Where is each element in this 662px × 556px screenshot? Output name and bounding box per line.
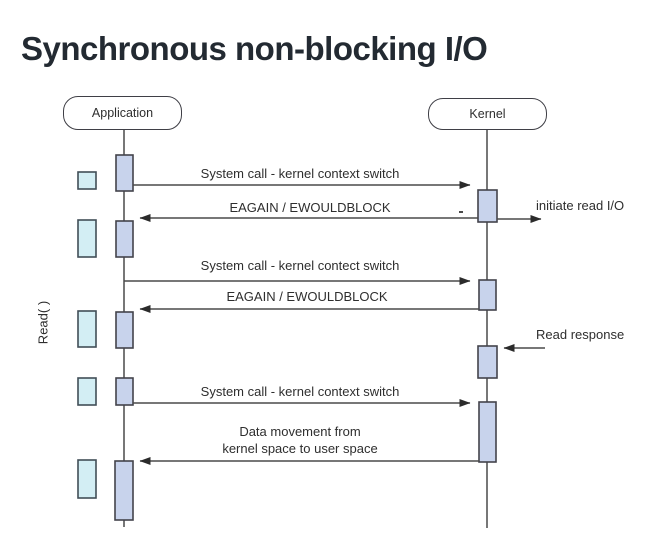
io-marker	[77, 171, 97, 190]
message-label: System call - kernel context switch	[201, 166, 400, 181]
message-label: Data movement from	[239, 424, 360, 439]
lifeline-head-kernel-label: Kernel	[469, 107, 506, 121]
stray-dot	[459, 211, 463, 213]
activation-box-kernel	[478, 279, 497, 311]
activation-box-kernel	[478, 401, 497, 463]
io-marker	[77, 459, 97, 499]
message-label: initiate read I/O	[536, 198, 624, 213]
lifeline-head-application-label: Application	[91, 106, 154, 120]
activation-box-kernel	[477, 189, 498, 223]
message-label: System call - kernel context switch	[201, 384, 400, 399]
io-marker	[77, 219, 97, 258]
activation-box-application	[115, 220, 134, 258]
activation-box-application	[115, 311, 134, 349]
message-label: System call - kernel contect switch	[201, 258, 400, 273]
lifeline-head-kernel: Kernel	[428, 98, 547, 130]
message-label: EAGAIN / EWOULDBLOCK	[226, 289, 387, 304]
activation-box-application	[115, 154, 134, 192]
activation-box-kernel	[477, 345, 498, 379]
message-label: Read response	[536, 327, 624, 342]
diagram-title: Synchronous non-blocking I/O	[21, 30, 488, 67]
message-label: kernel space to user space	[222, 441, 377, 456]
io-marker	[77, 377, 97, 406]
io-marker	[77, 310, 97, 348]
activation-box-application	[114, 460, 134, 521]
message-label: EAGAIN / EWOULDBLOCK	[229, 200, 390, 215]
read-call-label: Read( )	[35, 300, 51, 345]
activation-box-application	[115, 377, 134, 406]
lifeline-head-application: Application	[63, 96, 182, 130]
